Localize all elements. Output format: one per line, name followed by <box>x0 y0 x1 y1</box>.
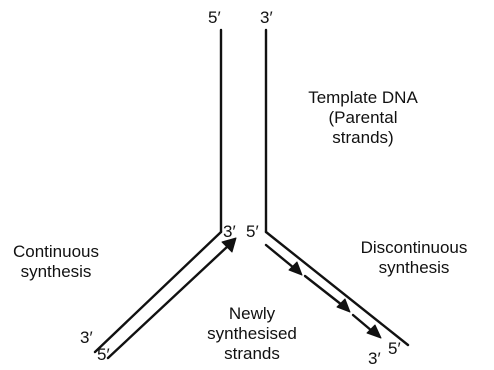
newly-synthesised-strands-label-line-1: Newly <box>228 304 276 323</box>
okazaki-fragment-2-arrowhead <box>336 298 351 313</box>
discontinuous-synthesis-label-line-1: Discontinuous <box>360 238 468 257</box>
continuous-synthesis-label-line-1: Continuous <box>12 242 99 261</box>
newly-synthesised-strands-label: Newly synthesised strands <box>192 304 312 364</box>
template-dna-label: Template DNA (Parental strands) <box>278 88 448 148</box>
continuous-synthesis-label-line-2: synthesis <box>20 262 92 281</box>
top-left-end-label: 5′ <box>208 8 221 27</box>
okazaki-fragment-3 <box>351 313 374 333</box>
okazaki-fragment-3-arrowhead <box>366 324 382 339</box>
leading-strand-arrowhead <box>221 237 237 253</box>
fork-left-end-label: 3′ <box>223 222 236 241</box>
continuous-synthesis-label: Continuous synthesis <box>4 242 108 282</box>
template-dna-label-line-2: (Parental <box>328 108 398 127</box>
template-dna-label-line-1: Template DNA <box>308 88 418 107</box>
okazaki-fragment-1 <box>264 243 296 270</box>
leading-strand <box>106 244 230 360</box>
okazaki-fragment-2 <box>303 274 344 307</box>
bottom-right-end-label-b: 5′ <box>388 339 401 358</box>
discontinuous-synthesis-label-line-2: synthesis <box>378 258 450 277</box>
left-arm-outer-strand <box>93 230 223 354</box>
newly-synthesised-strands-label-line-2: synthesised <box>207 324 297 343</box>
newly-synthesised-strands-label-line-3: strands <box>224 344 280 363</box>
template-dna-label-line-3: strands) <box>332 128 394 147</box>
right-arm-outer-strand <box>264 230 410 347</box>
bottom-left-end-label-b: 5′ <box>97 345 110 364</box>
top-right-end-label: 3′ <box>260 8 273 27</box>
bottom-left-end-label-a: 3′ <box>80 328 93 347</box>
fork-right-end-label: 5′ <box>246 222 259 241</box>
okazaki-fragment-1-arrowhead <box>288 261 303 276</box>
bottom-right-end-label-a: 3′ <box>368 349 381 368</box>
discontinuous-synthesis-label: Discontinuous synthesis <box>334 238 494 278</box>
